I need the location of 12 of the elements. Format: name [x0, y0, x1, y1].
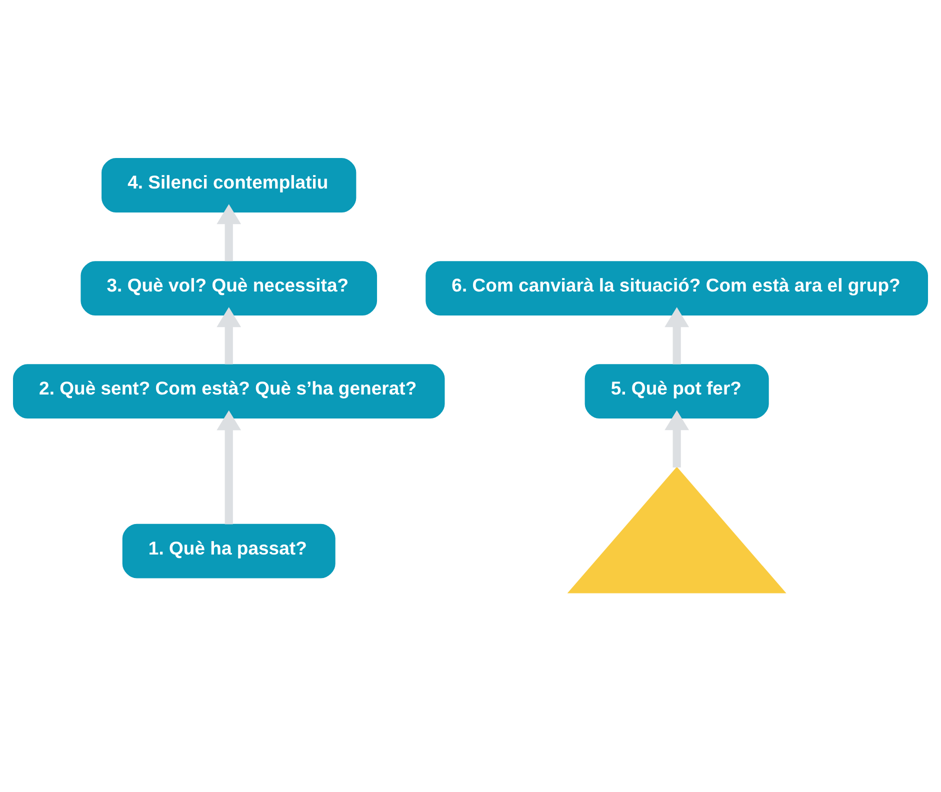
- node-box: 5. Què pot fer?: [584, 364, 769, 418]
- arrow: [216, 204, 242, 261]
- node-box: 2. Què sent? Com està? Què s’ha generat?: [13, 364, 445, 418]
- node-triangle: [567, 466, 786, 593]
- node-box: 4. Silenci contemplatiu: [102, 158, 356, 212]
- node-box: 6. Com canviarà la situació? Com està ara el grup?: [426, 260, 928, 315]
- arrow: [664, 306, 690, 364]
- node-box: 1. Què ha passat?: [122, 523, 336, 578]
- arrow: [216, 410, 242, 524]
- node-box: 3. Què vol? Què necessita?: [80, 260, 378, 315]
- arrow: [664, 410, 690, 467]
- arrow: [216, 306, 242, 364]
